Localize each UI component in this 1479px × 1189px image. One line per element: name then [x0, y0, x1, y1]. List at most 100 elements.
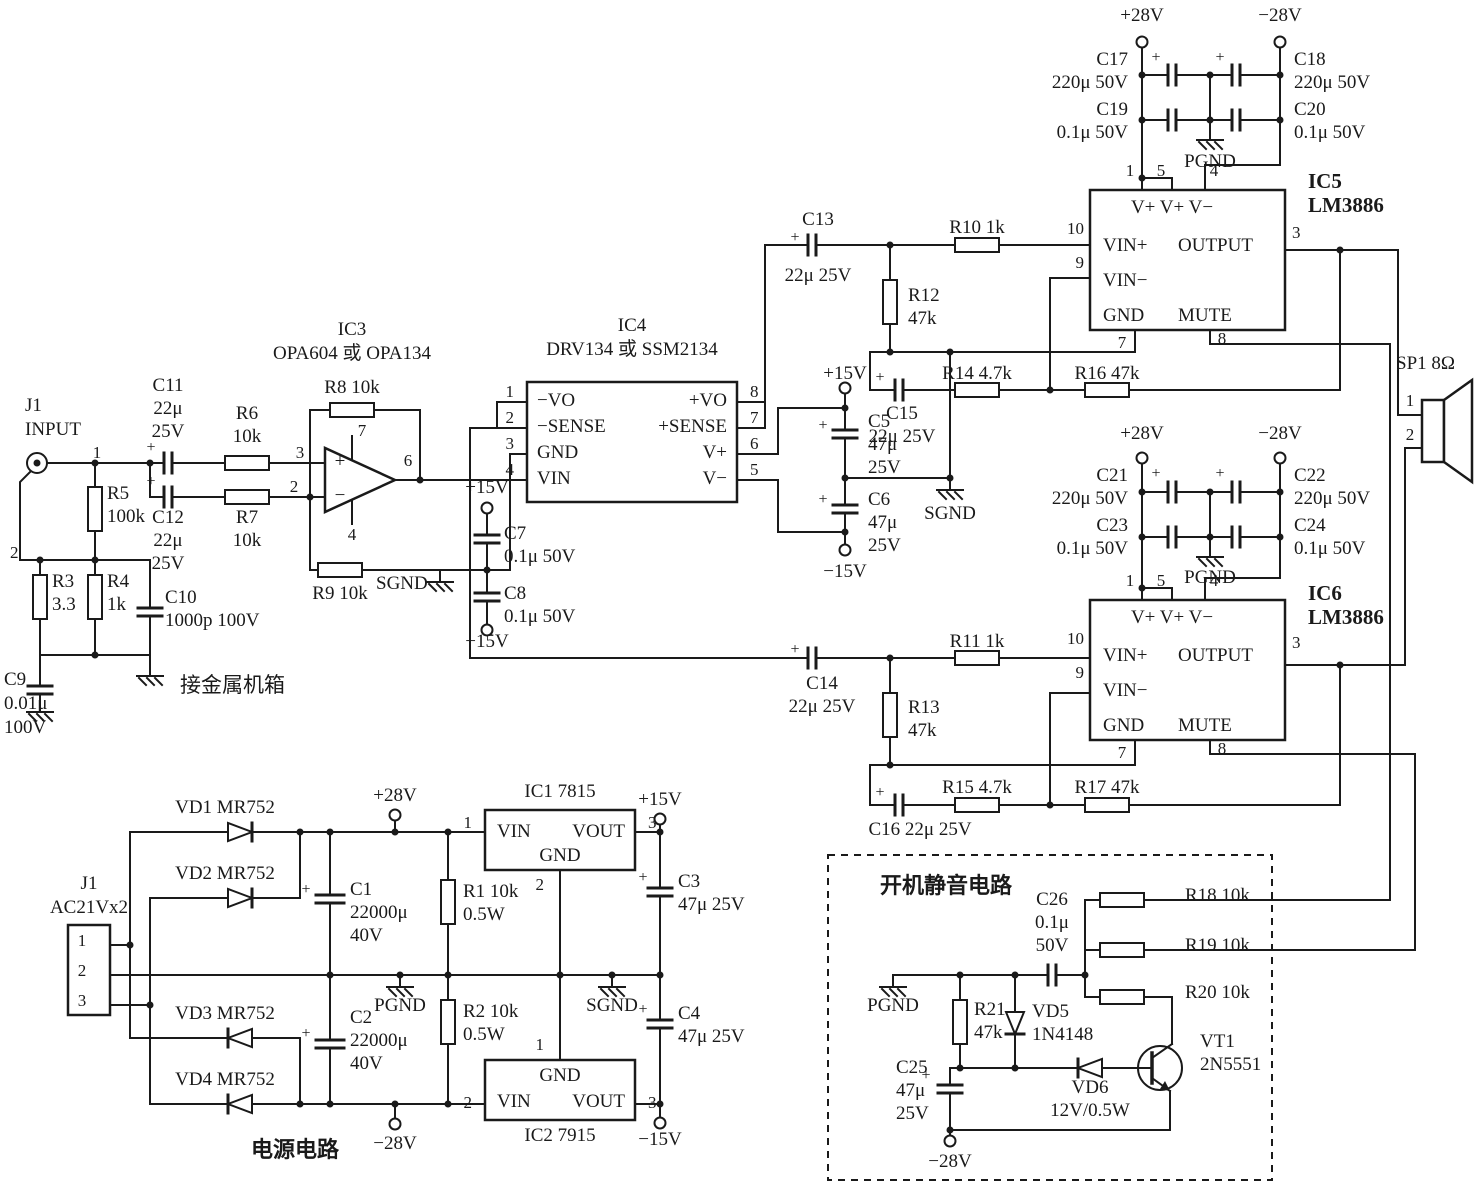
c22-val: 220μ 50V [1294, 488, 1371, 509]
capacitor-c24 [1230, 525, 1242, 549]
r2-label: R2 10k [463, 1001, 519, 1022]
p28-label-3: +28V [373, 785, 417, 806]
vd6-ref: VD6 [1071, 1077, 1109, 1098]
pgnd-label-3: PGND [374, 995, 426, 1016]
ic6-gnd: GND [1103, 715, 1145, 736]
ic5-mute: MUTE [1178, 305, 1232, 326]
capacitor-c1 [314, 893, 346, 905]
c11-ref: C11 [152, 375, 184, 396]
capacitor-c20 [1230, 108, 1242, 132]
vd5-ref: VD5 [1032, 1001, 1069, 1022]
c19-ref: C19 [1096, 99, 1128, 120]
resistor-r11 [954, 650, 1000, 666]
ic4-p1: 1 [505, 382, 515, 401]
r15-label: R15 4.7k [942, 777, 1012, 798]
resistor-r18 [1099, 892, 1145, 908]
r6-ref: R6 [235, 403, 259, 424]
resistor-r7 [224, 489, 270, 505]
ic4-p4: 4 [505, 460, 515, 479]
r11-label: R11 1k [949, 631, 1005, 652]
j1ac-p2: 2 [77, 961, 87, 980]
pgnd-label-2: PGND [1184, 567, 1236, 588]
c1-plus: + [301, 881, 311, 898]
capacitor-c6 [831, 503, 859, 515]
ic1-vin: VIN [497, 821, 531, 842]
c23-val: 0.1μ 50V [1056, 538, 1128, 559]
capacitor-c17 [1166, 63, 1178, 87]
c17-val: 220μ 50V [1051, 72, 1128, 93]
sp1-pin2: 2 [1405, 425, 1415, 444]
c9-val2: 100V [4, 717, 47, 738]
c9-val1: 0.01μ [4, 693, 48, 714]
ic6-p9: 9 [1075, 663, 1085, 682]
ic4-p6: 6 [750, 434, 759, 453]
r14-label: R14 4.7k [942, 363, 1012, 384]
ground-symbol [936, 489, 964, 501]
r2-val: 0.5W [463, 1024, 505, 1045]
capacitor-c13 [806, 233, 818, 257]
c14-plus: + [790, 641, 800, 658]
c15-plus: + [875, 369, 885, 386]
capacitor-c8 [473, 591, 501, 603]
c1-val2: 40V [350, 925, 383, 946]
c24-ref: C24 [1294, 515, 1326, 536]
r13-val: 47k [908, 720, 937, 741]
ground-symbol [1196, 139, 1224, 151]
ground-symbol [1196, 556, 1224, 568]
junction-dots [36, 71, 1344, 1134]
ic2-p1: 1 [535, 1035, 545, 1054]
ic2-vin: VIN [497, 1091, 531, 1112]
c6-ref: C6 [868, 489, 891, 510]
chassis-note: 接金属机箱 [180, 673, 285, 697]
r10-label: R10 1k [949, 217, 1005, 238]
diode-vd4 [225, 1093, 253, 1115]
ic6-type: LM3886 [1308, 605, 1384, 629]
r12-val: 47k [908, 308, 937, 329]
j1ac-p1: 1 [77, 931, 87, 950]
m28-label-2: −28V [1258, 423, 1302, 444]
diode-vd1 [227, 821, 255, 843]
ic5-p4: 4 [1209, 161, 1219, 180]
capacitor-c10 [136, 606, 164, 618]
resistor-r15 [954, 797, 1000, 813]
vd6-val: 12V/0.5W [1050, 1100, 1130, 1121]
j1-input-pin1: 1 [92, 443, 102, 462]
c18-ref: C18 [1294, 49, 1326, 70]
c1-val1: 22000μ [350, 902, 408, 923]
r7-val: 10k [232, 530, 262, 551]
j1-input-name: INPUT [25, 419, 81, 440]
ic5-type: LM3886 [1308, 193, 1384, 217]
c22-ref: C22 [1294, 465, 1326, 486]
c13-plus: + [790, 229, 800, 246]
ic5-box [1088, 188, 1287, 332]
ground-symbol [386, 986, 414, 998]
c6-val2: 25V [868, 535, 901, 556]
ic3-type: OPA604 或 OPA134 [272, 343, 432, 364]
c4-val: 47μ 25V [678, 1026, 745, 1047]
r19-label: R19 10k [1185, 935, 1250, 956]
c5-val2: 25V [868, 457, 901, 478]
ic4-pin-vminus: V− [702, 468, 727, 489]
ic1-p2: 2 [535, 875, 545, 894]
capacitor-c4 [646, 1018, 674, 1030]
c15-val: 22μ 25V [868, 426, 936, 447]
r16-label: R16 47k [1074, 363, 1140, 384]
c5-val1: 47μ [868, 434, 898, 455]
c11-plus: + [146, 439, 156, 456]
ic4-ref: IC4 [617, 315, 647, 336]
c5-plus: + [818, 417, 828, 434]
r5-ref: R5 [107, 483, 130, 504]
c2-val1: 22000μ [350, 1030, 408, 1051]
ic6-mute: MUTE [1178, 715, 1232, 736]
ic3-plus: + [334, 451, 346, 472]
c20-val: 0.1μ 50V [1294, 122, 1366, 143]
resistor-r5 [87, 486, 103, 532]
m28-label-4: −28V [928, 1151, 972, 1172]
c17-ref: C17 [1096, 49, 1128, 70]
c8-ref: C8 [504, 583, 527, 604]
ic5-p3: 3 [1292, 223, 1301, 242]
resistor-r10 [954, 237, 1000, 253]
ic5-p7: 7 [1117, 333, 1127, 352]
